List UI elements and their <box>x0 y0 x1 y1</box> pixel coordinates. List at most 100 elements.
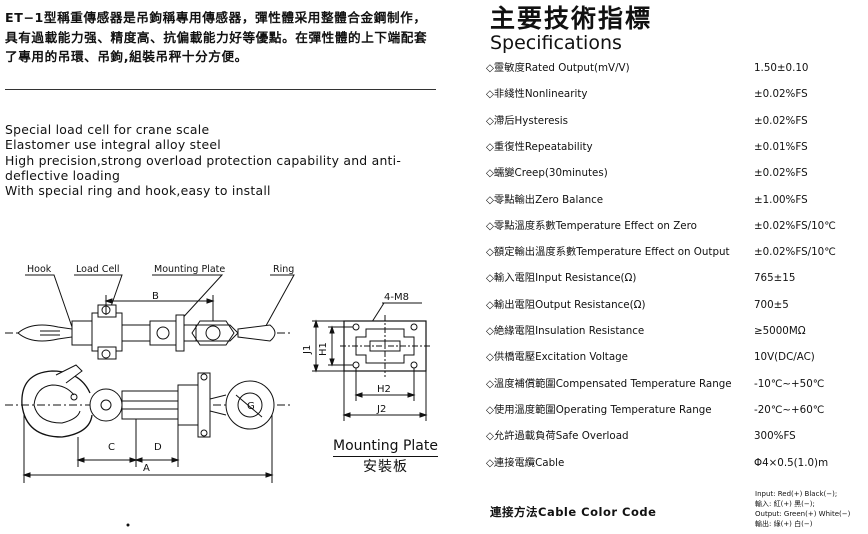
spec-name-en: Temperature Effect on Zero <box>555 219 697 232</box>
dim-h1-label: H1 <box>318 342 329 356</box>
spec-name-en: Safe Overload <box>555 430 629 443</box>
spec-name-zh: 零點溫度系數 <box>493 219 556 232</box>
dim-c-label: C <box>108 442 115 453</box>
cable-note: Input: Red(+) Black(−); <box>755 490 838 498</box>
dim-a-label: A <box>143 463 150 474</box>
top-view <box>5 304 290 360</box>
label-hook: Hook <box>27 264 52 275</box>
spec-title-zh: 主要技術指標 <box>490 4 653 33</box>
mounting-plate-caption-zh: 安裝板 <box>363 459 408 475</box>
leader-load-cell <box>74 274 123 316</box>
section-divider <box>5 89 436 90</box>
spec-value: ±0.02%FS/10℃ <box>754 219 836 232</box>
spec-value: ±1.00%FS <box>754 193 808 206</box>
leader-mounting-plate <box>152 274 224 324</box>
spec-value: ±0.02%FS <box>754 88 808 101</box>
cable-color-notes: Input: Red(+) Black(−); 輸入: 紅(+) 黑(−); O… <box>755 489 850 529</box>
load-cell-drawing: Hook Load Cell Mounting Plate Ring B <box>5 264 430 527</box>
leader-hook <box>25 274 73 328</box>
spec-name: ◇絶緣電阻Insulation Resistance <box>486 322 644 340</box>
spec-name-en: Hysteresis <box>514 114 569 127</box>
spec-name-zh: 輸入電阻 <box>493 272 536 285</box>
spec-value: ±0.02%FS <box>754 114 808 127</box>
dim-b-label: B <box>152 291 159 302</box>
spec-row: ◇供橋電壓Excitation Voltage 10V(DC/AC) <box>486 348 866 366</box>
spec-row: ◇滯后Hysteresis ±0.02%FS <box>486 112 866 130</box>
spec-name-zh: 連接電纜 <box>493 456 536 469</box>
spec-value: ≥5000MΩ <box>754 325 806 337</box>
spec-name-zh: 重復性 <box>493 140 525 153</box>
spec-name-zh: 蠕變 <box>493 167 515 180</box>
spec-name-en: Excitation Voltage <box>535 351 629 364</box>
spec-row: ◇非綫性Nonlinearity ±0.02%FS <box>486 85 866 103</box>
spec-name: ◇零點輸出Zero Balance <box>486 191 603 209</box>
cable-note: 輸出: 綠(+) 白(−) <box>755 520 813 528</box>
spec-bullet: ◇ <box>486 272 494 285</box>
spec-name-en: Rated Output(mV/V) <box>524 62 630 74</box>
spec-bullet: ◇ <box>486 62 494 74</box>
spec-row: ◇零點溫度系數Temperature Effect on Zero ±0.02%F… <box>486 217 866 235</box>
dimension-a: A <box>22 415 274 483</box>
spec-bullet: ◇ <box>486 219 494 232</box>
label-mounting-plate: Mounting Plate <box>154 264 225 275</box>
spec-bullet: ◇ <box>486 351 494 364</box>
spec-name-zh: 供橋電壓 <box>493 351 536 364</box>
label-load-cell: Load Cell <box>76 264 120 275</box>
spec-value: 765±15 <box>754 272 796 285</box>
mounting-plate-caption: Mounting Plate 安裝板 <box>333 438 438 476</box>
spec-name: ◇滯后Hysteresis <box>486 112 568 130</box>
feature-item: Elastomer use integral alloy steel <box>5 137 221 153</box>
spec-bullet: ◇ <box>486 88 494 101</box>
spec-bullet: ◇ <box>486 456 494 469</box>
dimension-b: B <box>104 291 215 321</box>
feature-list: Special load cell for crane scale Elasto… <box>5 122 435 198</box>
spec-name-zh: 非綫性 <box>493 88 525 101</box>
spec-name-en: Nonlinearity <box>524 88 588 101</box>
spec-bullet: ◇ <box>486 140 494 153</box>
dimension-c: C <box>76 419 138 467</box>
dim-h2-label: H2 <box>377 384 391 395</box>
front-view: G <box>5 364 290 438</box>
spec-name-en: Cable <box>535 456 565 469</box>
spec-row: ◇使用溫度範圍Operating Temperature Range-20℃~+… <box>486 401 866 419</box>
spec-name-en: Compensated Temperature Range <box>555 377 732 390</box>
spec-row: ◇溫度補償範圍Compensated Temperature Range-10℃… <box>486 375 866 393</box>
spec-bullet: ◇ <box>486 403 494 416</box>
spec-name: ◇使用溫度範圍Operating Temperature Range <box>486 401 712 419</box>
spec-row: ◇輸出電阻Output Resistance(Ω) 700±5 <box>486 296 866 314</box>
cable-note: 輸入: 紅(+) 黑(−); <box>755 500 815 508</box>
spec-name: ◇連接電纜Cable <box>486 454 564 472</box>
spec-bullet: ◇ <box>486 298 494 311</box>
spec-bullet: ◇ <box>486 167 494 180</box>
spec-bullet: ◇ <box>486 246 494 259</box>
spec-name: ◇零點溫度系數Temperature Effect on Zero <box>486 217 697 235</box>
spec-row: ◇蠕變Creep(30minutes)±0.02%FS <box>486 164 866 182</box>
spec-name-zh: 使用溫度範圍 <box>493 403 556 416</box>
spec-name: ◇輸入電阻Input Resistance(Ω) <box>486 269 636 287</box>
spec-name: ◇輸出電阻Output Resistance(Ω) <box>486 296 646 314</box>
spec-row: ◇輸入電阻Input Resistance(Ω) 765±15 <box>486 269 866 287</box>
spec-value: 10V(DC/AC) <box>754 351 815 364</box>
spec-bullet: ◇ <box>486 325 494 337</box>
spec-bullet: ◇ <box>486 114 494 127</box>
spec-name-en: Repeatability <box>524 140 593 153</box>
spec-row: ◇零點輸出Zero Balance ±1.00%FS <box>486 191 866 209</box>
mounting-plate-caption-en: Mounting Plate <box>333 438 438 454</box>
spec-bullet: ◇ <box>486 377 494 390</box>
spec-row: ◇額定輸出溫度系數Temperature Effect on Output±0.… <box>486 243 866 261</box>
spec-name-en: Creep(30minutes) <box>514 167 608 180</box>
spec-name-en: Insulation Resistance <box>535 325 645 337</box>
spec-value: 700±5 <box>754 298 789 311</box>
feature-item: With special ring and hook,easy to insta… <box>5 183 271 199</box>
bolts-label: 4-M8 <box>384 292 409 303</box>
spec-name-en: Zero Balance <box>535 193 604 206</box>
spec-name-zh: 絶緣電阻 <box>493 325 536 337</box>
dim-j2-label: J2 <box>376 404 386 415</box>
spec-bullet: ◇ <box>486 193 494 206</box>
mounting-plate-drawing: 4-M8 J1 H1 H2 J2 <box>302 292 430 421</box>
spec-name: ◇允許過載負荷Safe Overload <box>486 427 629 445</box>
feature-item: High precision,strong overload protectio… <box>5 152 402 183</box>
dim-d-label: D <box>154 442 162 453</box>
spec-name-zh: 零點輸出 <box>493 193 536 206</box>
